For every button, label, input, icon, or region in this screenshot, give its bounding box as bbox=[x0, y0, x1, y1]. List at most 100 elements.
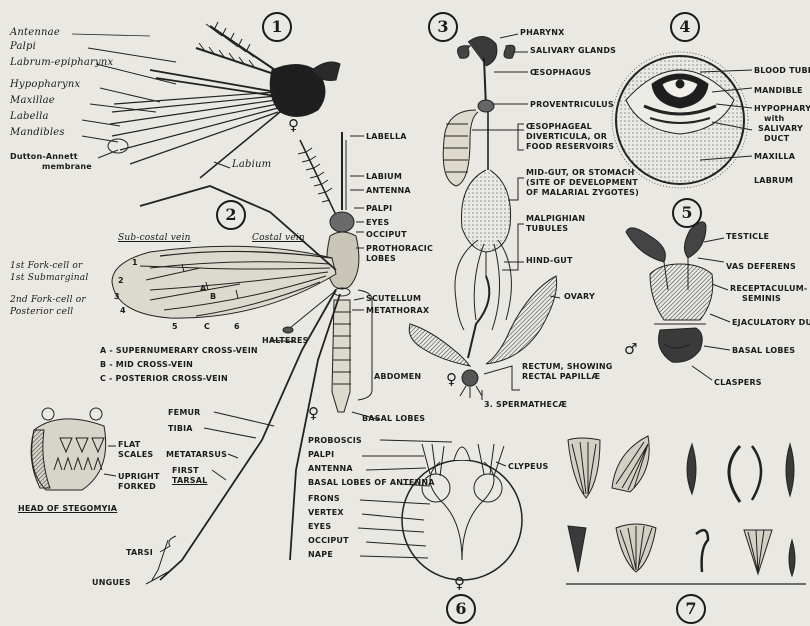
label-proboscis: PROBOSCIS bbox=[308, 436, 362, 445]
label-ejaculatory-duct: EJACULATORY DUCT bbox=[732, 318, 810, 327]
label-receptaculum: RECEPTACULUM- bbox=[730, 284, 807, 293]
label-mandible: MANDIBLE bbox=[754, 86, 803, 95]
label-pharynx: PHARYNX bbox=[520, 28, 565, 37]
label-maxillae: Maxillae bbox=[10, 96, 55, 105]
label-food-reservoirs: FOOD RESERVOIRS bbox=[526, 142, 614, 151]
label-seminis: SEMINIS bbox=[742, 294, 781, 303]
label-fork1-a: 1st Fork-cell or bbox=[10, 262, 83, 271]
female-symbol-fig3: ♀ bbox=[446, 370, 457, 388]
label-maxilla: MAXILLA bbox=[754, 152, 795, 161]
label-salivary-fig4: SALIVARY bbox=[758, 124, 803, 133]
label-site-development: (SITE OF DEVELOPMENT bbox=[526, 178, 638, 187]
wing-cross-a: A bbox=[200, 284, 206, 293]
label-palpi-fig2: PALPI bbox=[366, 204, 392, 213]
label-vas-deferens: VAS DEFERENS bbox=[726, 262, 796, 271]
label-occiput-fig6: OCCIPUT bbox=[308, 536, 349, 545]
caption-head-of-stegomyia: HEAD OF STEGOMYIA bbox=[18, 504, 117, 513]
fig1-head-drawing bbox=[72, 22, 340, 178]
wing-vein-num-2: 2 bbox=[118, 276, 124, 285]
label-palpi: Palpi bbox=[10, 42, 36, 51]
label-eyes-fig2: EYES bbox=[366, 218, 389, 227]
wing-vein-num-5: 5 bbox=[172, 322, 178, 331]
wing-vein-num-4: 4 bbox=[120, 306, 126, 315]
label-spermathecae: 3. SPERMATHECÆ bbox=[484, 400, 567, 409]
label-ovary: OVARY bbox=[564, 292, 595, 301]
label-halteres: HALTERES bbox=[262, 336, 309, 345]
label-eyes-fig6: EYES bbox=[308, 522, 331, 531]
label-fork2-a: 2nd Fork-cell or bbox=[10, 296, 86, 305]
legend-cross-vein-b: B - MID CROSS-VEIN bbox=[100, 360, 193, 369]
label-tarsal: TARSAL bbox=[172, 476, 207, 485]
label-hypopharynx: Hypopharynx bbox=[10, 80, 80, 89]
label-clypeus: CLYPEUS bbox=[508, 462, 549, 471]
label-malpighian: MALPIGHIAN bbox=[526, 214, 585, 223]
label-fork1-b: 1st Submarginal bbox=[10, 274, 88, 283]
label-lobes: LOBES bbox=[366, 254, 396, 263]
figure-number-6: 6 bbox=[446, 594, 476, 624]
wing-vein-num-1: 1 bbox=[132, 258, 138, 267]
label-flat: FLAT bbox=[118, 440, 140, 449]
label-prothoracic: PROTHORACIC bbox=[366, 244, 433, 253]
label-ungues: UNGUES bbox=[92, 578, 131, 587]
label-basal-lobes-antenna: BASAL LOBES OF ANTENNA bbox=[308, 478, 435, 487]
figure-number-7: 7 bbox=[676, 594, 706, 624]
label-membrane: membrane bbox=[42, 162, 92, 171]
label-femur: FEMUR bbox=[168, 408, 201, 417]
label-basal-lobes-fig2: BASAL LOBES bbox=[362, 414, 425, 423]
label-basal-lobes-fig5: BASAL LOBES bbox=[732, 346, 795, 355]
wing-cross-b: B bbox=[210, 292, 216, 301]
fig6-head-frontal bbox=[358, 440, 522, 580]
label-salivary-glands: SALIVARY GLANDS bbox=[530, 46, 616, 55]
label-metathorax: METATHORAX bbox=[366, 306, 429, 315]
label-hypopharynx-fig4: HYPOPHARYNX, bbox=[754, 104, 810, 113]
label-antenna-fig2: ANTENNA bbox=[366, 186, 411, 195]
label-diverticula: DIVERTICULA, OR bbox=[526, 132, 607, 141]
label-fork2-b: Posterior cell bbox=[10, 308, 73, 317]
label-antenna-fig6: ANTENNA bbox=[308, 464, 353, 473]
fig7-scale-types bbox=[566, 436, 806, 584]
label-tarsi: TARSI bbox=[126, 548, 153, 557]
label-vertex: VERTEX bbox=[308, 508, 344, 517]
label-dutton-annett: Dutton-Annett bbox=[10, 152, 78, 161]
label-palpi-fig6: PALPI bbox=[308, 450, 334, 459]
label-rectal-papillae: RECTAL PAPILLÆ bbox=[522, 372, 600, 381]
figure-number-2: 2 bbox=[216, 200, 246, 230]
label-labella: Labella bbox=[10, 112, 49, 121]
label-malarial-zygotes: OF MALARIAL ZYGOTES) bbox=[526, 188, 639, 197]
label-claspers: CLASPERS bbox=[714, 378, 762, 387]
label-frons: FRONS bbox=[308, 494, 340, 503]
female-symbol-fig1: ♀ bbox=[288, 116, 299, 134]
label-duct: DUCT bbox=[764, 134, 789, 143]
legend-cross-vein-c: C - POSTERIOR CROSS-VEIN bbox=[100, 374, 228, 383]
female-symbol-fig6: ♀ bbox=[454, 574, 465, 592]
female-symbol-fig2: ♀ bbox=[308, 404, 319, 422]
male-symbol-fig5: ♂ bbox=[624, 340, 637, 358]
label-hindgut: HIND-GUT bbox=[526, 256, 573, 265]
label-labium-fig2: LABIUM bbox=[366, 172, 402, 181]
figure-number-4: 4 bbox=[670, 12, 700, 42]
label-antennae: Antennae bbox=[10, 28, 60, 37]
figure-number-3: 3 bbox=[428, 12, 458, 42]
legend-cross-vein-a: A - SUPERNUMERARY CROSS-VEIN bbox=[100, 346, 258, 355]
label-scutellum: SCUTELLUM bbox=[366, 294, 421, 303]
label-occiput-fig2: OCCIPUT bbox=[366, 230, 407, 239]
label-testicle: TESTICLE bbox=[726, 232, 769, 241]
label-rectum: RECTUM, SHOWING bbox=[522, 362, 613, 371]
label-with: with bbox=[764, 114, 784, 123]
label-sub-costal-vein: Sub-costal vein bbox=[118, 234, 191, 243]
label-nape: NAPE bbox=[308, 550, 333, 559]
figure-number-5: 5 bbox=[672, 198, 702, 228]
wing-vein-num-6: 6 bbox=[234, 322, 240, 331]
label-oesophagus: ŒSOPHAGUS bbox=[530, 68, 591, 77]
label-mandibles: Mandibles bbox=[10, 128, 65, 137]
label-metatarsus: METATARSUS bbox=[166, 450, 227, 459]
stegomyia-head-drawing bbox=[31, 408, 116, 490]
label-tibia: TIBIA bbox=[168, 424, 193, 433]
label-labrum: LABRUM bbox=[754, 176, 793, 185]
label-costal-vein: Costal vein bbox=[252, 234, 305, 243]
label-labrum-epipharynx: Labrum-epipharynx bbox=[10, 58, 113, 67]
fig5-male-terminalia bbox=[626, 222, 730, 380]
label-midgut: MID-GUT, OR STOMACH bbox=[526, 168, 635, 177]
label-tubules: TUBULES bbox=[526, 224, 568, 233]
